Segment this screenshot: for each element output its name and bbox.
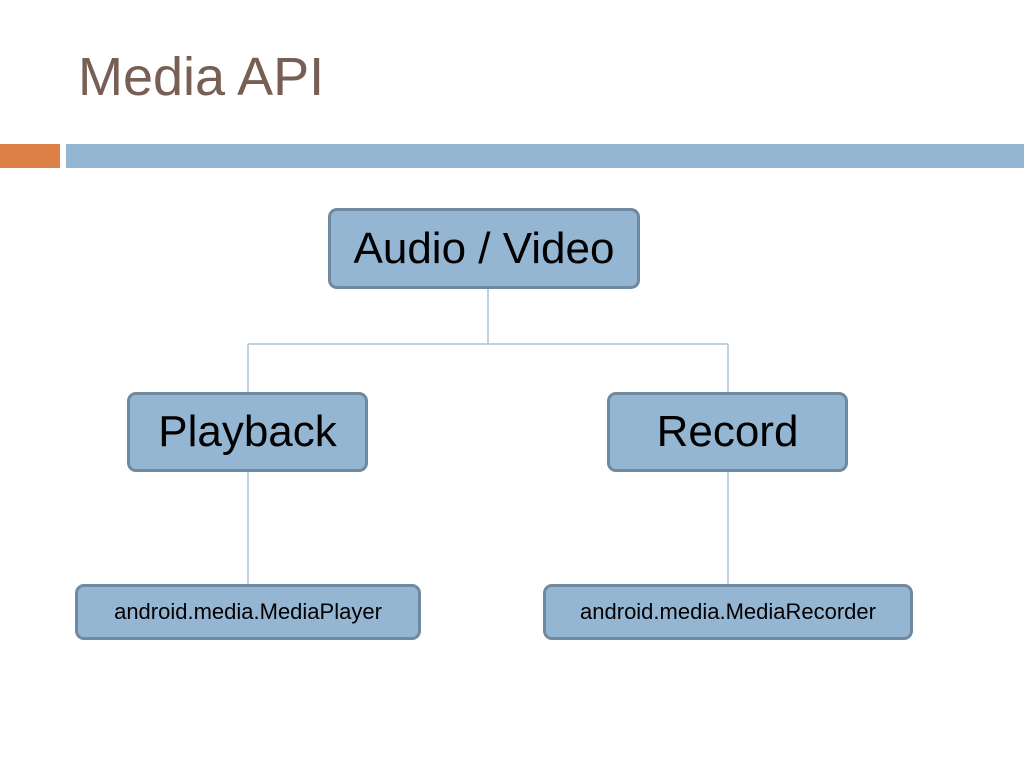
- slide-title: Media API: [78, 47, 325, 107]
- node-audio-video: Audio / Video: [328, 208, 640, 289]
- node-record: Record: [607, 392, 848, 472]
- node-mediaplayer: android.media.MediaPlayer: [75, 584, 421, 640]
- node-mediarecorder: android.media.MediaRecorder: [543, 584, 913, 640]
- header-bar: [66, 144, 1024, 168]
- accent-bar: [0, 144, 60, 168]
- node-playback: Playback: [127, 392, 368, 472]
